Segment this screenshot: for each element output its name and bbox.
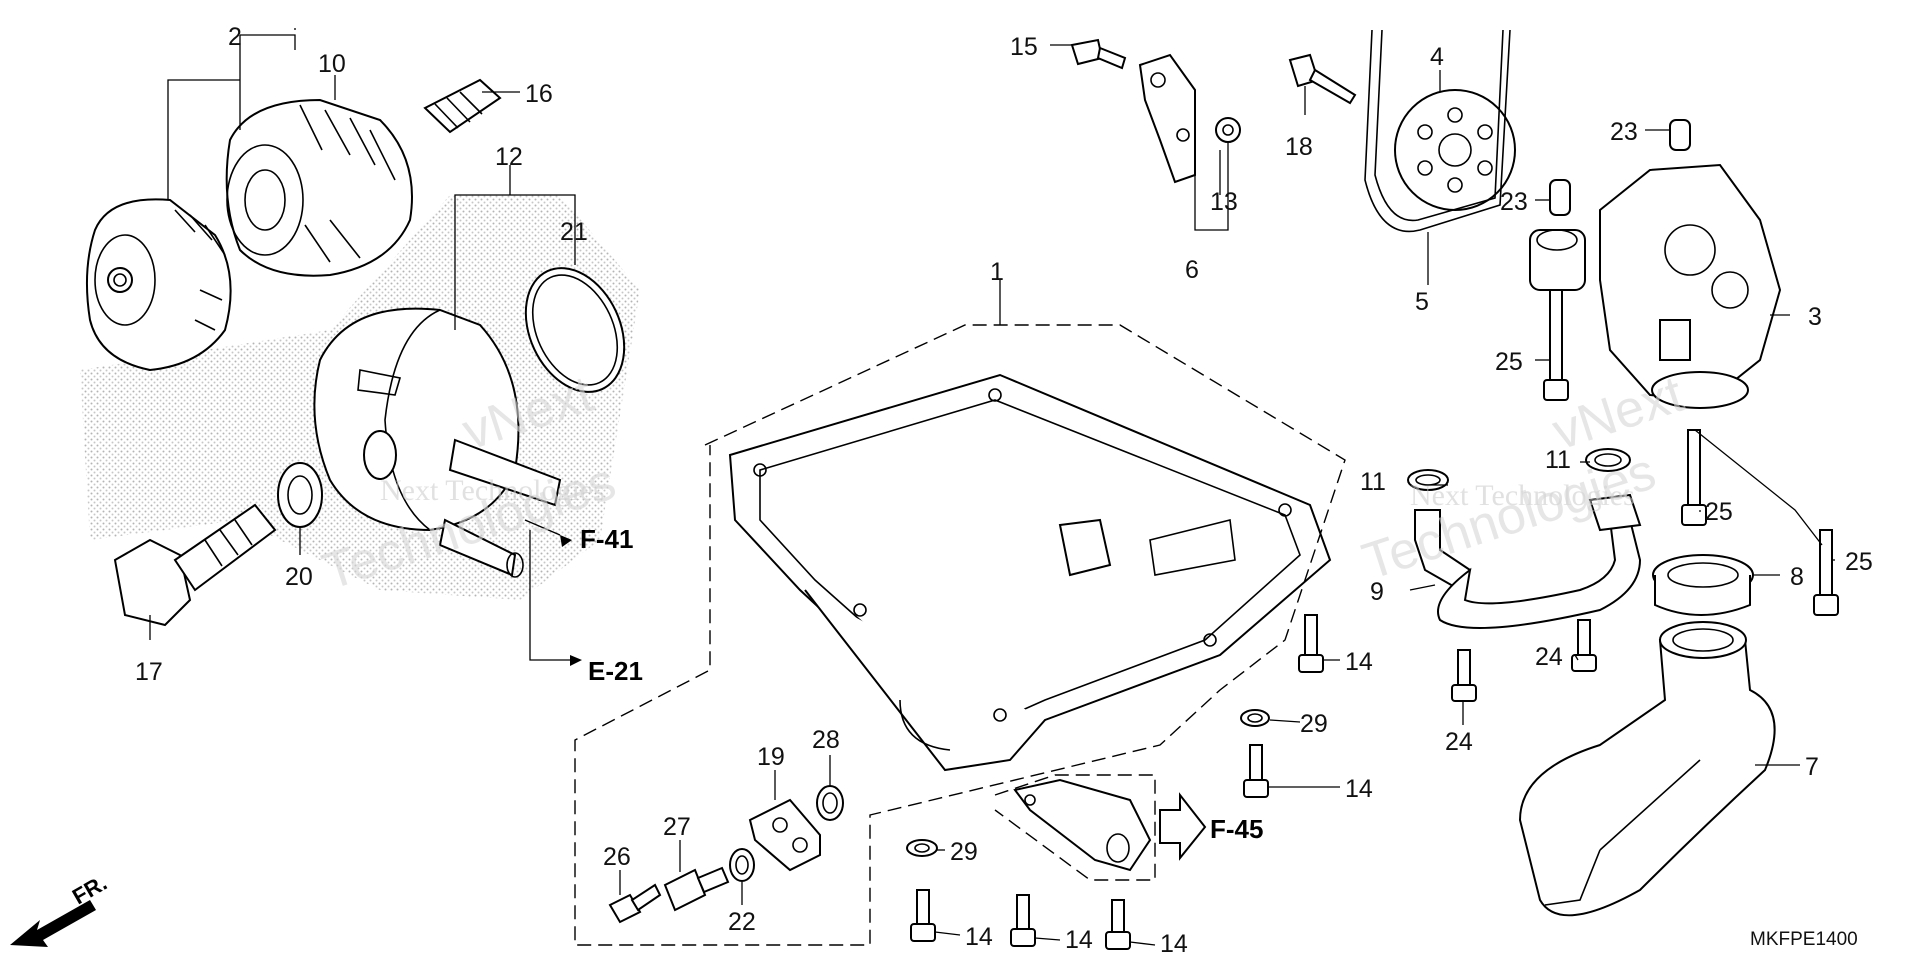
bolt-25a [1543, 289, 1569, 401]
watermark-text: Next Technologies [1410, 479, 1635, 512]
callout-3: 3 [1808, 303, 1822, 331]
chain-guide-6 [1138, 53, 1196, 184]
washer-28 [816, 785, 844, 821]
bolt-14a [1298, 614, 1324, 673]
oil-filter-element-10 [225, 98, 413, 277]
bolt-25b [1681, 429, 1707, 526]
drawing-code: MKFPE1400 [1750, 929, 1858, 950]
bolt-24b [1571, 619, 1597, 672]
dowel-23b [1549, 179, 1571, 216]
ref-arrow-e21 [570, 655, 582, 666]
oil-pipe-9 [1414, 493, 1642, 629]
callout-19: 19 [757, 743, 785, 771]
callout-29b: 29 [950, 838, 978, 866]
oil-pan-assembly-outline [574, 324, 1346, 946]
callout-22: 22 [728, 908, 756, 936]
seal-8 [1652, 554, 1754, 616]
washer-20 [277, 462, 323, 528]
bolt-14c [910, 889, 936, 942]
oil-filter-2 [85, 198, 232, 372]
callout-21: 21 [560, 218, 588, 246]
callout-5: 5 [1415, 288, 1429, 316]
callout-16: 16 [525, 80, 553, 108]
cam-chain-5 [1364, 29, 1511, 233]
callout-26: 26 [603, 843, 631, 871]
washer-29a [1240, 709, 1270, 727]
callout-14a: 14 [1345, 648, 1373, 676]
callout-20: 20 [285, 563, 313, 591]
ref-label-e21: E-21 [588, 656, 643, 686]
callout-23b: 23 [1500, 188, 1528, 216]
ref-label-f41: F-41 [580, 524, 633, 554]
front-arrow [10, 900, 96, 947]
callout-25b: 25 [1705, 498, 1733, 526]
bolt-27 [663, 866, 730, 912]
callout-14e: 14 [1160, 930, 1188, 958]
callout-14d: 14 [1065, 926, 1093, 954]
callout-2: 2 [228, 23, 242, 51]
callout-27: 27 [663, 813, 691, 841]
o-ring-11b [1585, 448, 1631, 472]
plate-19 [748, 798, 821, 872]
ref-arrow-f45 [1159, 792, 1207, 861]
callout-25a: 25 [1495, 348, 1523, 376]
callout-23a: 23 [1610, 118, 1638, 146]
bolt-17 [113, 503, 277, 627]
callout-15: 15 [1010, 33, 1038, 61]
callout-11b: 11 [1545, 446, 1571, 474]
callout-24b: 24 [1535, 643, 1563, 671]
callout-12: 12 [495, 143, 523, 171]
bolt-15 [1070, 38, 1127, 70]
stud-16 [423, 78, 502, 134]
callout-14c: 14 [965, 923, 993, 951]
callout-17: 17 [135, 658, 163, 686]
bolt-14e [1105, 899, 1131, 950]
callout-4: 4 [1430, 43, 1444, 71]
oil-strainer-7 [1518, 621, 1776, 917]
oil-cooler-12 [313, 307, 562, 578]
dowel-23a [1669, 119, 1691, 151]
callout-6: 6 [1185, 256, 1199, 284]
washer-29b [906, 839, 938, 857]
callout-13: 13 [1210, 188, 1238, 216]
callout-8: 8 [1790, 563, 1804, 591]
callout-11a: 11 [1360, 468, 1386, 496]
ref-arrow-f41 [560, 535, 572, 547]
callout-7: 7 [1805, 753, 1819, 781]
callout-24a: 24 [1445, 728, 1473, 756]
ref-label-f45: F-45 [1210, 814, 1263, 844]
watermark-text: Next Technologies [380, 474, 605, 507]
bolt-25c [1813, 529, 1839, 616]
callout-29a: 29 [1300, 710, 1328, 738]
callout-25c: 25 [1845, 548, 1873, 576]
bracket-assembly-outline [994, 774, 1156, 881]
o-ring-21 [524, 267, 626, 393]
callout-9: 9 [1370, 578, 1384, 606]
leader-lines [149, 28, 1835, 946]
collar-13 [1215, 117, 1241, 143]
callout-28: 28 [812, 726, 840, 754]
oil-pump-3 [1529, 163, 1782, 409]
callout-14b: 14 [1345, 775, 1373, 803]
sprocket-4 [1394, 89, 1516, 211]
bolt-26 [608, 883, 662, 924]
front-marker-label: FR. [68, 870, 111, 909]
washer-22 [729, 848, 755, 882]
callout-18: 18 [1285, 133, 1313, 161]
bolt-24a [1451, 649, 1477, 702]
bolt-14b [1243, 744, 1269, 798]
bolt-18 [1288, 53, 1357, 105]
callout-1: 1 [990, 258, 1004, 286]
oil-pan-1 [728, 373, 1332, 772]
bracket-f45 [1013, 778, 1152, 872]
bolt-14d [1010, 894, 1036, 947]
callout-10: 10 [318, 50, 346, 78]
